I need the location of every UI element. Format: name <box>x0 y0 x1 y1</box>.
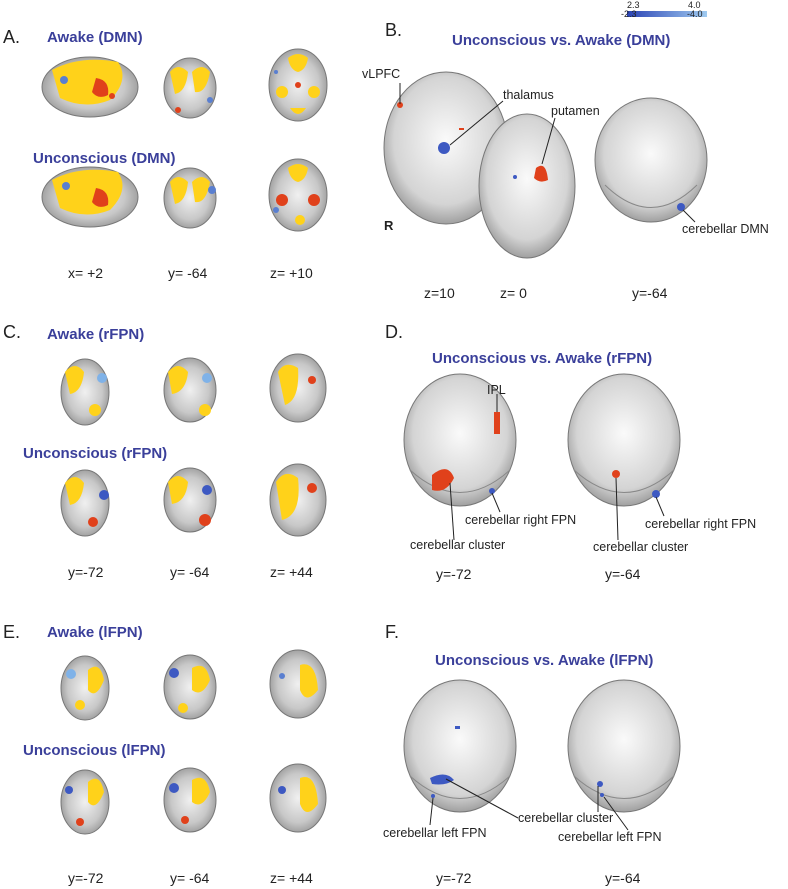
panel-b-images <box>383 71 708 259</box>
panel-c-coord-1: y=-72 <box>68 564 104 580</box>
panel-c-title-unconscious: Unconscious (rFPN) <box>23 445 168 462</box>
label-putamen: putamen <box>551 104 600 118</box>
panel-c-coord-2: y= -64 <box>170 564 210 580</box>
label-ipl: IPL <box>487 383 506 397</box>
panel-e-letter: E. <box>3 622 21 642</box>
panel-a-coord-3: z= +10 <box>270 265 313 281</box>
panel-d-coord-1: y=-72 <box>436 566 472 582</box>
panel-d-letter: D. <box>385 322 403 342</box>
label-vlpfc: vLPFC <box>362 67 401 81</box>
panel-d-title: Unconscious vs. Awake (rFPN) <box>432 350 653 367</box>
panel-f-title: Unconscious vs. Awake (lFPN) <box>435 652 654 669</box>
label-cerebellar-left-fpn-2: cerebellar left FPN <box>558 830 662 844</box>
panel-e-coord-2: y= -64 <box>170 870 210 886</box>
panel-a-letter: A. <box>3 27 21 47</box>
colorbar-neg-max: -4.0 <box>687 9 703 19</box>
colorbar-pos-max: 4.0 <box>688 0 701 10</box>
panel-a-title-awake: Awake (DMN) <box>47 29 143 46</box>
label-cerebellar-dmn: cerebellar DMN <box>682 222 769 236</box>
label-cerebellar-cluster-1: cerebellar cluster <box>410 538 506 552</box>
panel-f-coord-2: y=-64 <box>605 870 641 886</box>
label-right-side: R <box>384 218 394 233</box>
panel-f-letter: F. <box>385 622 400 642</box>
panel-e-images <box>60 649 327 835</box>
label-cerebellar-right-fpn-1: cerebellar right FPN <box>465 513 577 527</box>
label-cerebellar-left-fpn-1: cerebellar left FPN <box>383 826 487 840</box>
panel-a-coord-2: y= -64 <box>168 265 208 281</box>
panel-a-images <box>41 48 328 232</box>
label-cerebellar-right-fpn-2: cerebellar right FPN <box>645 517 757 531</box>
panel-c-coord-3: z= +44 <box>270 564 313 580</box>
label-cerebellar-cluster-f: cerebellar cluster <box>518 811 614 825</box>
panel-e-coord-1: y=-72 <box>68 870 104 886</box>
colorbar-gradient <box>627 11 707 17</box>
label-cerebellar-cluster-2: cerebellar cluster <box>593 540 689 554</box>
panel-f-coord-1: y=-72 <box>436 870 472 886</box>
panel-b-title: Unconscious vs. Awake (DMN) <box>452 32 671 49</box>
panel-b-coord-3: y=-64 <box>632 285 668 301</box>
panel-c-letter: C. <box>3 322 21 342</box>
colorbar-pos-min: 2.3 <box>627 0 640 10</box>
label-thalamus: thalamus <box>503 88 554 102</box>
panel-b-coord-2: z= 0 <box>500 285 527 301</box>
panel-b-coord-1: z=10 <box>424 285 455 301</box>
panel-f-images <box>403 679 681 831</box>
panel-e-title-unconscious: Unconscious (lFPN) <box>23 742 166 759</box>
panel-c-title-awake: Awake (rFPN) <box>47 326 145 343</box>
panel-d-images <box>403 373 681 541</box>
panel-e-coord-3: z= +44 <box>270 870 313 886</box>
panel-a-coord-1: x= +2 <box>68 265 104 281</box>
panel-c-images <box>60 353 327 537</box>
panel-b-letter: B. <box>385 20 403 40</box>
panel-a-title-unconscious: Unconscious (DMN) <box>33 150 176 167</box>
colorbar-neg-min: -2.3 <box>621 9 637 19</box>
panel-e-title-awake: Awake (lFPN) <box>47 624 143 641</box>
panel-d-coord-2: y=-64 <box>605 566 641 582</box>
